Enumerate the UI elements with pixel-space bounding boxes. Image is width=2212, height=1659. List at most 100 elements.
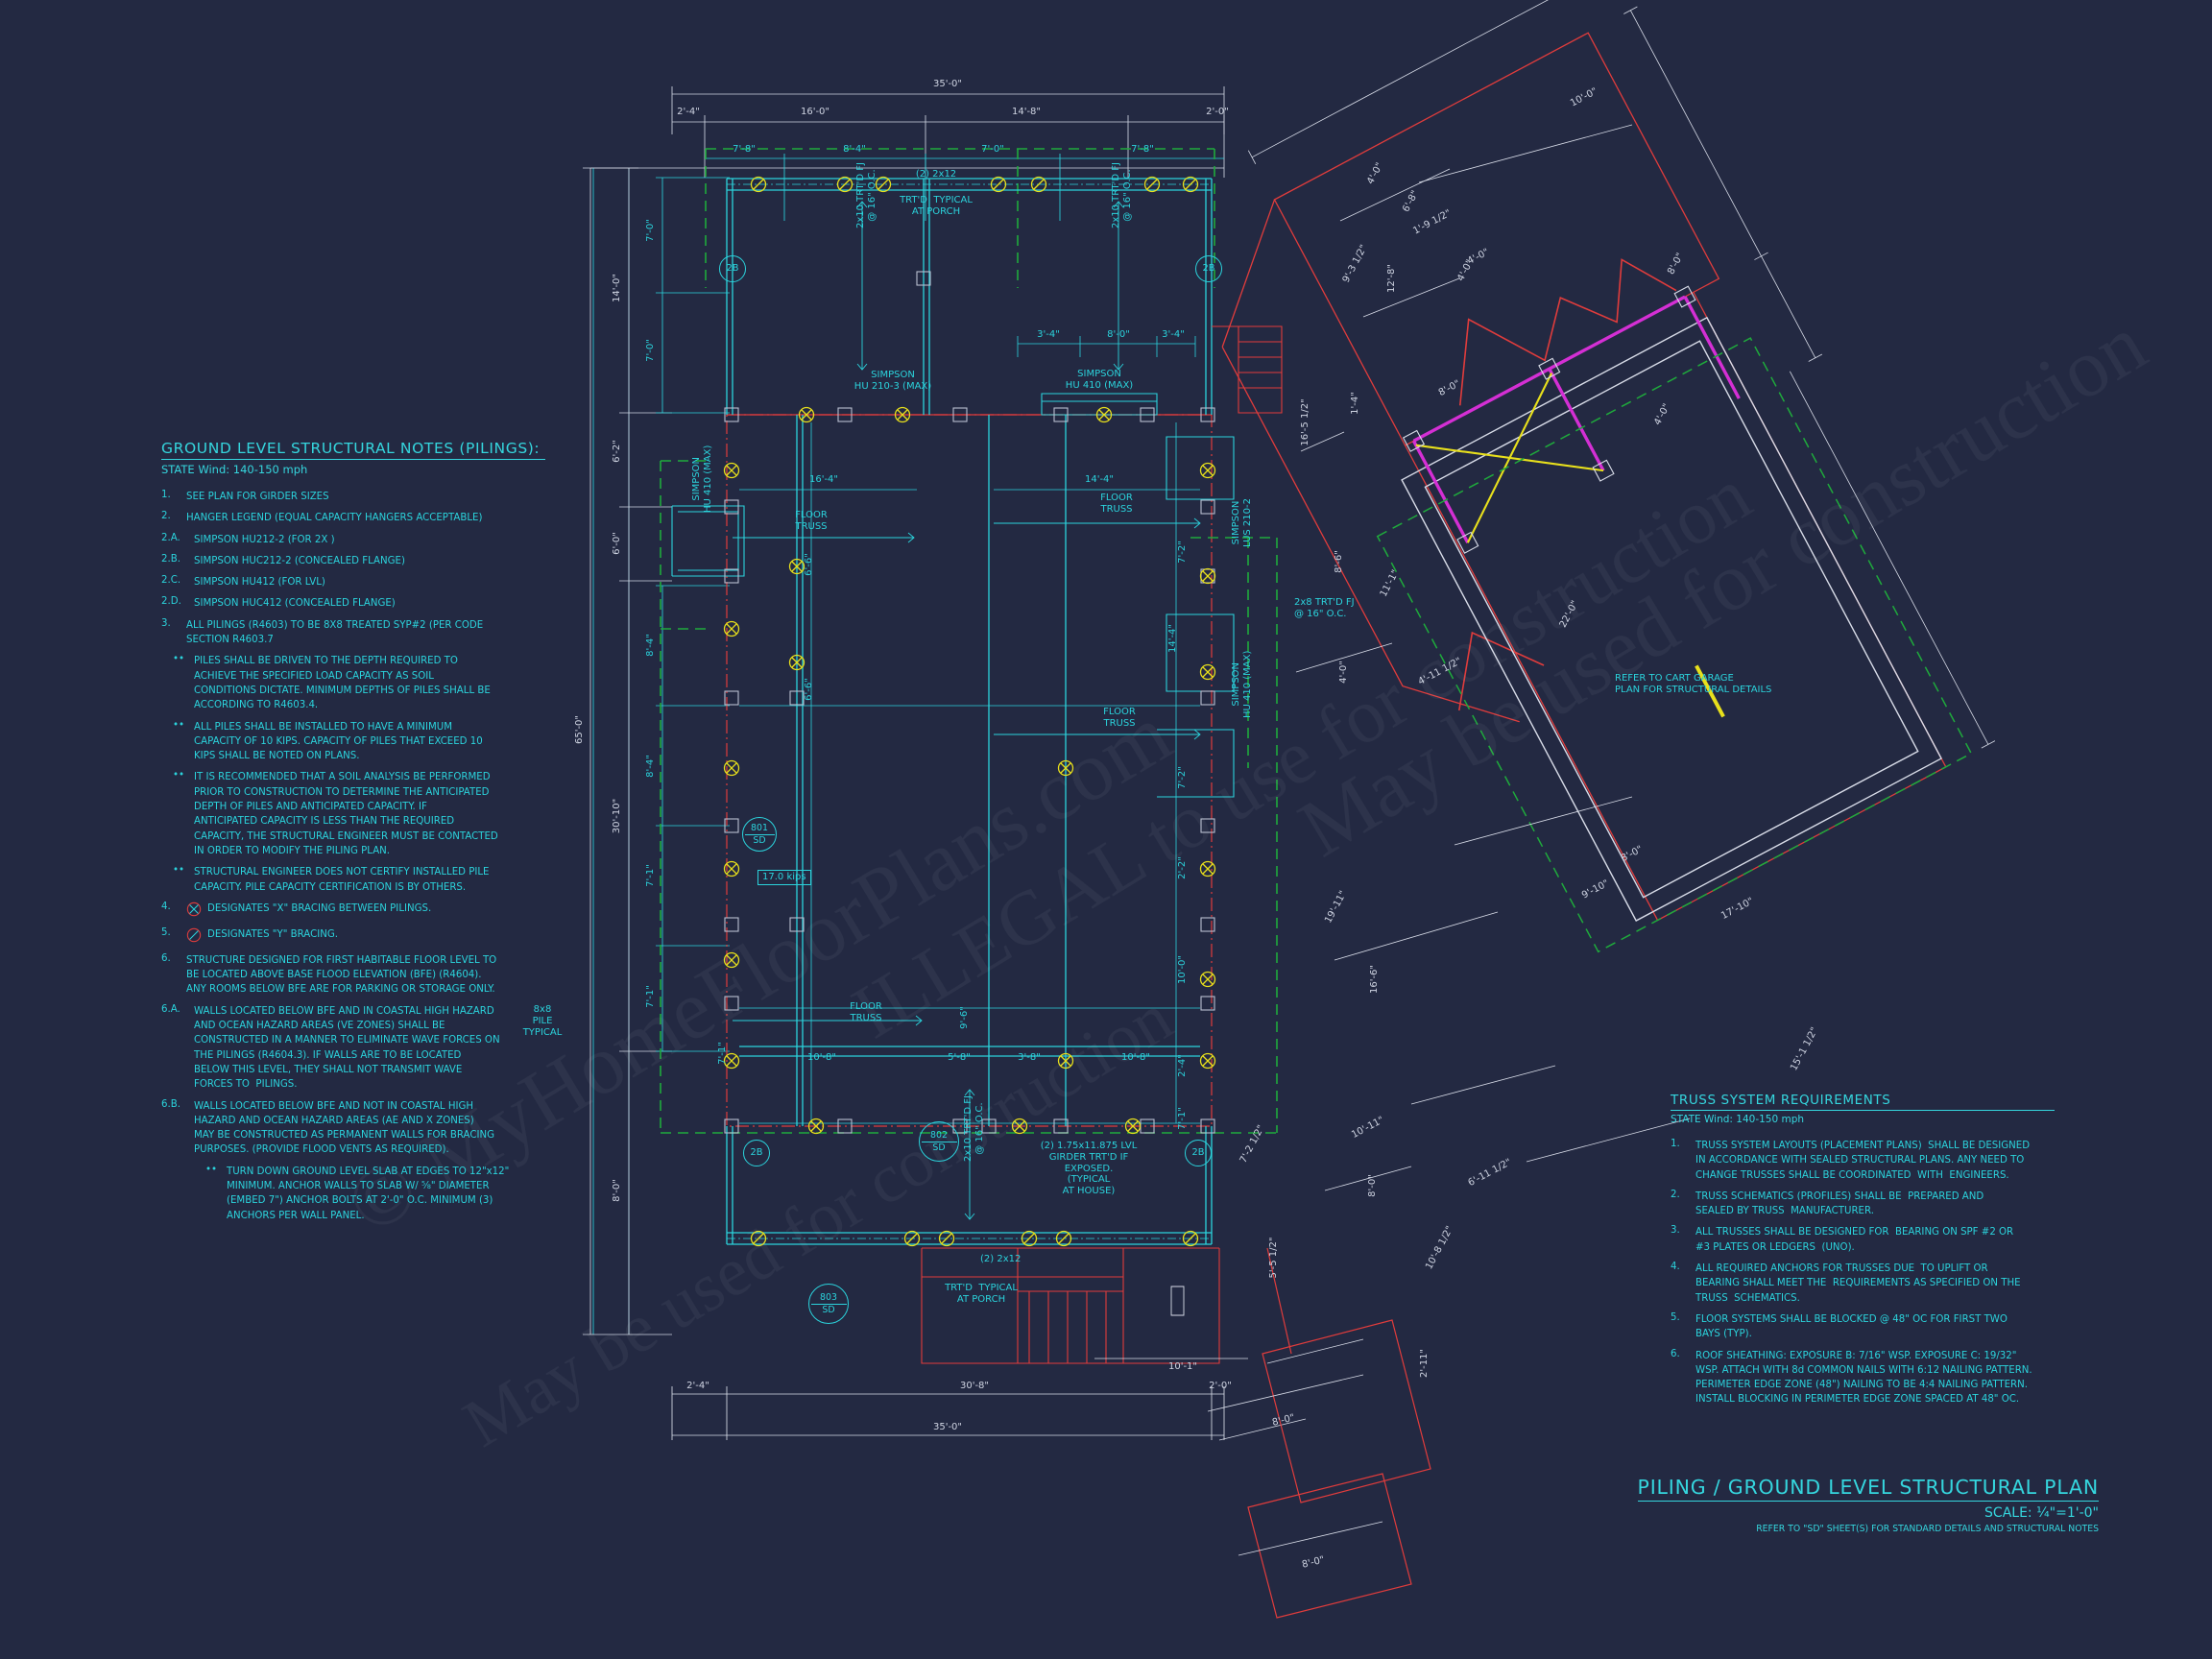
note-number: 2. — [161, 511, 171, 522]
dimension-text: 7'-8" — [733, 144, 756, 156]
note-text: ALL TRUSSES SHALL BE DESIGNED FOR BEARIN… — [1695, 1227, 2014, 1253]
dimension-text: 16'-5 1/2" — [1300, 398, 1311, 446]
ground-notes-subtitle: STATE Wind: 140-150 mph — [161, 463, 308, 476]
dimension-text: 5'-5 1/2" — [1268, 1237, 1280, 1279]
note-text: ALL PILINGS (R4603) TO BE 8X8 TREATED SY… — [186, 619, 484, 646]
dimension-text: 6'-8" — [1401, 188, 1422, 214]
plan-label-floor-truss-2: FLOOR TRUSS — [1100, 493, 1133, 515]
plan-label-cart-garage-note: REFER TO CART GARAGE PLAN FOR STRUCTURAL… — [1615, 673, 1772, 695]
dimension-text: 7'-2" — [1177, 541, 1189, 564]
dimension-text: 7'-2 1/2" — [1238, 1123, 1267, 1166]
dimension-text: 8'-4" — [645, 634, 657, 657]
plan-label-two-2x12-bot: (2) 2x12 — [980, 1254, 1022, 1264]
note-text: HANGER LEGEND (EQUAL CAPACITY HANGERS AC… — [186, 513, 483, 524]
plan-label-fj-2x10-bottom: 2x10 TRT'D FJ @ 16" O.C. — [963, 1095, 985, 1162]
dimension-text: 10'-8 1/2" — [1424, 1224, 1456, 1272]
note-number: 3. — [161, 617, 171, 629]
note-text: DESIGNATES "X" BRACING BETWEEN PILINGS. — [207, 902, 432, 914]
dimension-text: 2'-0" — [1209, 1381, 1232, 1392]
note-item: 2.C.SIMPSON HU412 (FOR LVL) — [161, 575, 545, 589]
note-item: 3. ALL TRUSSES SHALL BE DESIGNED FOR BEAR… — [1671, 1225, 2055, 1255]
note-text: PILES SHALL BE DRIVEN TO THE DEPTH REQUI… — [194, 656, 491, 711]
dimension-text: 14'-0" — [612, 273, 623, 303]
dimension-text: 7'-1" — [645, 985, 657, 1008]
note-text: STRUCTURE DESIGNED FOR FIRST HABITABLE F… — [186, 954, 497, 996]
dimension-text: 6'-2" — [612, 440, 623, 463]
truss-notes-items: 1.TRUSS SYSTEM LAYOUTS (PLACEMENT PLANS)… — [1671, 1139, 2055, 1407]
note-text: TRUSS SCHEMATICS (PROFILES) SHALL BE PRE… — [1695, 1190, 1984, 1217]
note-item: •• STRUCTURAL ENGINEER DOES NOT CERTIFY I… — [161, 865, 545, 895]
note-item: 1.SEE PLAN FOR GIRDER SIZES — [161, 490, 545, 504]
dimension-text: 7'-1" — [645, 864, 657, 887]
note-item: 6.B.WALLS LOCATED BELOW BFE AND NOT IN C… — [161, 1099, 545, 1158]
dimension-text: 15'-1 1/2" — [1789, 1025, 1821, 1073]
dimension-text: 3'-4" — [1162, 329, 1185, 341]
note-item: 2.A. SIMPSON HU212-2 (FOR 2X ) — [161, 533, 545, 547]
note-number: 6.A. — [161, 1003, 180, 1015]
dimension-text: 8'-0" — [1367, 1174, 1379, 1197]
dimension-text: 8'-4" — [843, 144, 866, 156]
note-number: 6.B. — [161, 1098, 180, 1110]
ground-notes-title: GROUND LEVEL STRUCTURAL NOTES (PILINGS): — [161, 440, 545, 460]
dimension-text: 4'-0" — [1338, 661, 1350, 684]
note-text: DESIGNATES "Y" BRACING. — [207, 928, 338, 940]
note-text: SIMPSON HUC212-2 (CONCEALED FLANGE) — [194, 555, 405, 566]
bullet-icon: •• — [173, 719, 185, 731]
dimension-text: 7'-0" — [645, 339, 657, 362]
dimension-text: 7'-1" — [717, 1042, 729, 1065]
note-number: 2.C. — [161, 575, 181, 587]
dimension-text: 2'-0" — [1206, 107, 1229, 118]
dimension-text: 19'-11" — [1323, 889, 1350, 926]
note-item: 2.TRUSS SCHEMATICS (PROFILES) SHALL BE P… — [1671, 1190, 2055, 1219]
callout-bubble-bubble-2B-2: 2B — [1195, 255, 1222, 282]
note-text: STRUCTURAL ENGINEER DOES NOT CERTIFY INS… — [194, 867, 490, 893]
bubble-top-text: 2B — [1202, 262, 1215, 274]
note-number: 3. — [1671, 1225, 1680, 1237]
plan-label-trtd-porch-bot: TRT'D TYPICAL AT PORCH — [945, 1283, 1018, 1305]
note-item: 2. HANGER LEGEND (EQUAL CAPACITY HANGERS … — [161, 511, 545, 525]
dimension-text: 7'-1" — [1177, 1107, 1189, 1130]
plan-label-2x8-trtd-fj: 2x8 TRT'D FJ @ 16" O.C. — [1294, 597, 1355, 619]
note-number: 2.A. — [161, 532, 180, 543]
note-item: 6.ROOF SHEATHING: EXPOSURE B: 7/16" WSP.… — [1671, 1349, 2055, 1407]
note-item: 2.B.SIMPSON HUC212-2 (CONCEALED FLANGE) — [161, 554, 545, 568]
dimension-text: 7'-2" — [1177, 766, 1189, 789]
plan-label-fj-2x10-right: 2x10 TRT'D FJ @ 16" O.C. — [1111, 162, 1133, 228]
dimension-text: 6'-0" — [612, 532, 623, 555]
plan-label-simpson-lus210-2: SIMPSON LUS 210-2 — [1231, 498, 1253, 547]
ground-notes-items: 1.SEE PLAN FOR GIRDER SIZES 2. HANGER LEGE… — [161, 490, 545, 1223]
dimension-text: 14'-4" — [1167, 623, 1179, 654]
x-bracing-icon — [186, 902, 207, 921]
dimension-text: 4'-0" — [1465, 247, 1491, 268]
bubble-bottom-text: SD — [932, 1142, 946, 1153]
plan-label-lvl-girder: (2) 1.75x11.875 LVL GIRDER TRT'D IF EXPO… — [1040, 1141, 1138, 1197]
note-number: 1. — [161, 490, 171, 500]
plan-label-simpson-hu410-l: SIMPSON HU 410 (MAX) — [691, 445, 713, 513]
dimension-text: 9'-3 1/2" — [1340, 243, 1370, 285]
note-text: SIMPSON HU212-2 (FOR 2X ) — [194, 534, 335, 545]
dimension-text: 10'-0" — [1177, 954, 1189, 985]
dimension-text: 30'-8" — [959, 1381, 990, 1392]
dimension-text: 3'-8" — [1018, 1052, 1041, 1064]
note-item: 3. ALL PILINGS (R4603) TO BE 8X8 TREATED … — [161, 618, 545, 648]
note-text: ALL PILES SHALL BE INSTALLED TO HAVE A M… — [194, 721, 483, 762]
ground-level-notes-block: GROUND LEVEL STRUCTURAL NOTES (PILINGS):… — [161, 440, 545, 1230]
plan-label-kips-callout: 17.0 kips — [757, 870, 811, 885]
note-item: ••TURN DOWN GROUND LEVEL SLAB AT EDGES T… — [194, 1165, 545, 1223]
callout-bubble-bubble-2B-1: 2B — [719, 255, 746, 282]
bubble-divider — [810, 1303, 847, 1305]
dimension-text: 8'-0" — [1107, 329, 1130, 341]
dimension-text: 7'-8" — [1131, 144, 1154, 156]
note-item: •• ALL PILES SHALL BE INSTALLED TO HAVE A… — [161, 720, 545, 764]
dimension-text: 10'-8" — [806, 1052, 837, 1064]
dimension-text: 2'-11" — [1419, 1348, 1431, 1379]
watermark-line3: ILLEGAL to use for construction — [838, 452, 1766, 1055]
dimension-text: 9'-6" — [959, 1006, 971, 1029]
dimension-text: 11'-1" — [1378, 567, 1402, 599]
bubble-top-text: 803 — [820, 1291, 837, 1303]
sheet-title: PILING / GROUND LEVEL STRUCTURAL PLAN — [1637, 1476, 2099, 1502]
note-number: 4. — [161, 901, 171, 912]
dimension-text: 17'-10" — [1719, 896, 1756, 923]
bullet-icon: •• — [173, 865, 185, 877]
